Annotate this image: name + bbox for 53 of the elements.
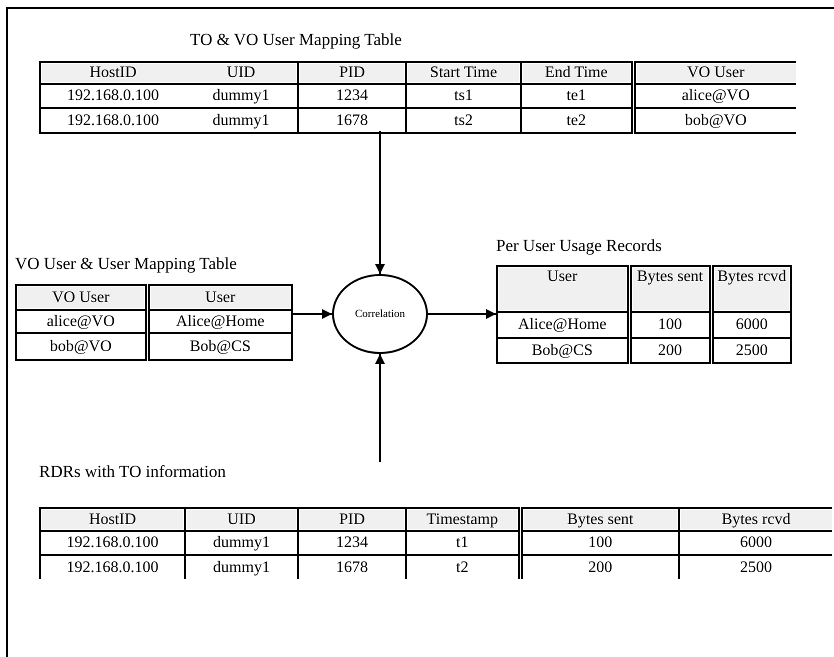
table-cell: te2 [521, 108, 633, 133]
column-header: User [147, 285, 292, 310]
column-header: User [497, 266, 629, 312]
table-cell: 192.168.0.100 [40, 531, 185, 555]
column-header: Timestamp [406, 508, 520, 531]
table-cell: dummy1 [185, 108, 298, 133]
table-title: VO User & User Mapping Table [15, 254, 237, 274]
table-cell: 2500 [679, 555, 832, 579]
column-header: Bytes rcvd [711, 266, 791, 312]
table-cell: ts2 [406, 108, 521, 133]
table-cell: 1678 [298, 108, 406, 133]
column-header: PID [298, 62, 406, 84]
column-header: HostID [40, 62, 185, 84]
table-cell: 100 [520, 531, 679, 555]
table-cell: alice@VO [16, 310, 147, 333]
column-header: VO User [633, 62, 796, 84]
table-cell: 1234 [298, 84, 406, 108]
table-cell: 192.168.0.100 [40, 84, 185, 108]
column-header: Bytes rcvd [679, 508, 832, 531]
table-cell: Alice@Home [497, 312, 629, 338]
table-cell: 100 [629, 312, 711, 338]
column-header: End Time [521, 62, 633, 84]
table-cell: ts1 [406, 84, 521, 108]
column-header: Bytes sent [520, 508, 679, 531]
table-cell: te1 [521, 84, 633, 108]
column-header: UID [185, 508, 298, 531]
arrow [291, 309, 332, 319]
column-header: UID [185, 62, 298, 84]
column-header: PID [298, 508, 406, 531]
column-header: Start Time [406, 62, 521, 84]
table-cell: bob@VO [16, 333, 147, 360]
arrow [375, 354, 385, 462]
table-cell: dummy1 [185, 84, 298, 108]
table-cell: 1234 [298, 531, 406, 555]
table-cell: 192.168.0.100 [40, 108, 185, 133]
column-header: HostID [40, 508, 185, 531]
table-cell: t1 [406, 531, 520, 555]
table-title: RDRs with TO information [39, 462, 226, 482]
arrow [375, 131, 385, 274]
table-cell: 6000 [711, 312, 791, 338]
process-label: Correlation [354, 308, 406, 320]
table-title: Per User Usage Records [496, 236, 662, 256]
table-cell: Bob@CS [497, 338, 629, 363]
table-cell: Alice@Home [147, 310, 292, 333]
arrow [428, 309, 496, 319]
table-cell: 2500 [711, 338, 791, 363]
table-cell: 200 [629, 338, 711, 363]
table-cell: Bob@CS [147, 333, 292, 360]
table-cell: dummy1 [185, 531, 298, 555]
table-cell: 192.168.0.100 [40, 555, 185, 579]
column-header: VO User [16, 285, 147, 310]
table-title: TO & VO User Mapping Table [190, 30, 402, 50]
column-header: Bytes sent [629, 266, 711, 312]
